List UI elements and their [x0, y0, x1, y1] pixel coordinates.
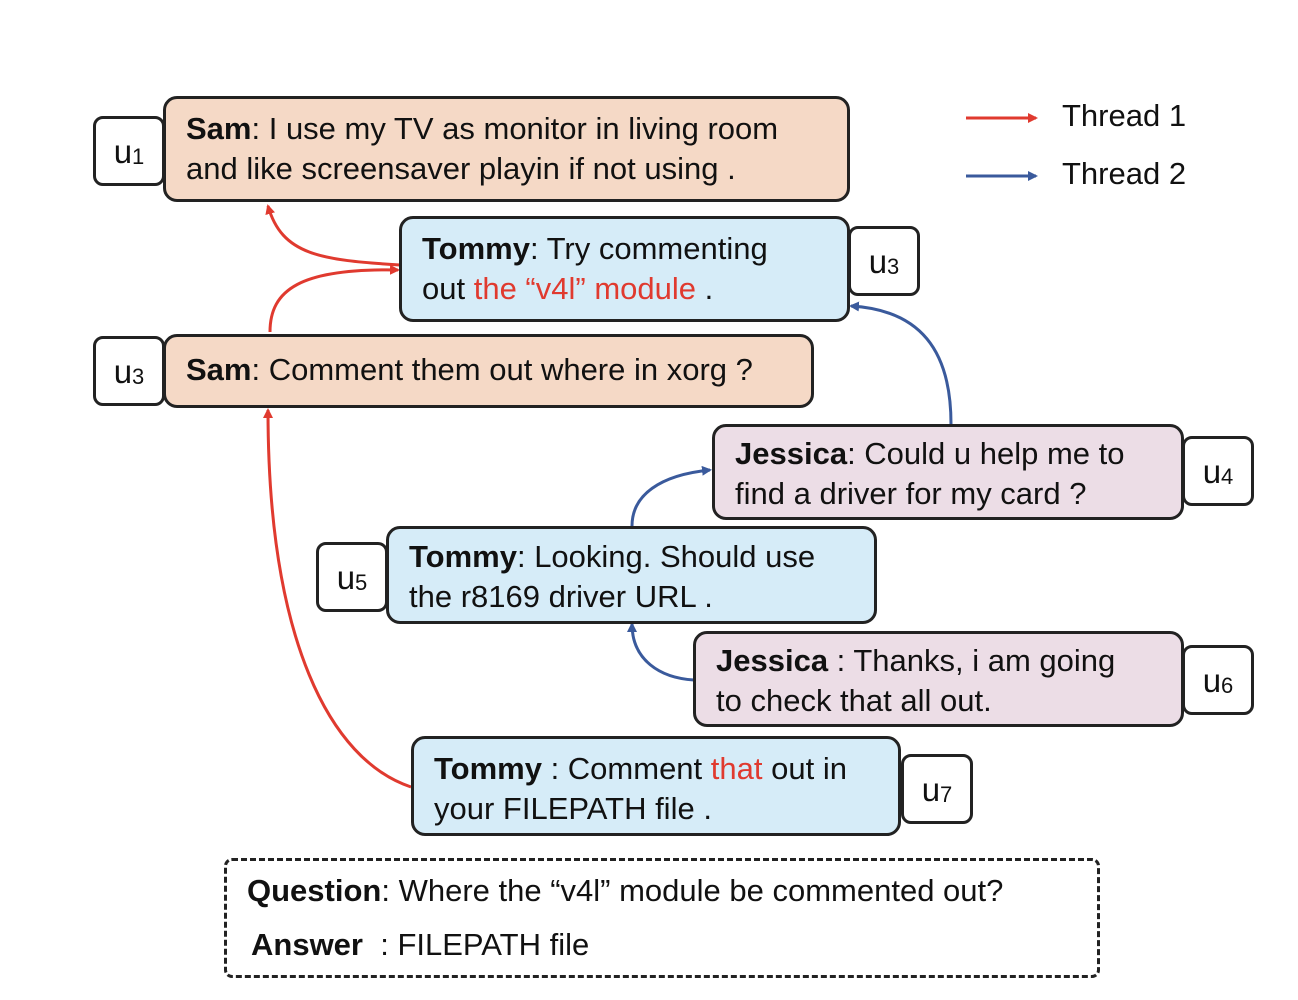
- utterance-u4-jessica: Jessica: Could u help me to find a drive…: [712, 424, 1184, 520]
- arrow-u5-to-u4: [630, 465, 712, 527]
- question-row: Question: Where the “v4l” module be comm…: [247, 873, 1004, 908]
- speaker-name: Sam: [186, 111, 252, 146]
- arrow-u4-to-u3tommy: [849, 301, 953, 425]
- arrow-u3sam-to-u3tommy: [268, 264, 400, 333]
- legend-thread1-label: Thread 1: [1062, 98, 1187, 133]
- legend-thread2-label: Thread 2: [1062, 156, 1187, 191]
- qa-box: Question: Where the “v4l” module be comm…: [224, 858, 1100, 978]
- speaker-name: Sam: [186, 352, 252, 387]
- arrow-u6-to-u5: [627, 622, 695, 682]
- arrow-u3tommy-to-u1: [265, 204, 401, 267]
- highlighted-phrase: the “v4l” module: [473, 271, 696, 306]
- answer-label: Answer: [251, 927, 363, 962]
- arrow-u7-to-u3sam: [263, 408, 412, 789]
- question-text: Where the “v4l” module be commented out?: [398, 873, 1004, 908]
- utterance-u3-tommy: Tommy: Try commenting out the “v4l” modu…: [399, 216, 850, 322]
- utterance-u7-tommy: Tommy : Comment that out in your FILEPAT…: [411, 736, 901, 836]
- answer-row: Answer : FILEPATH file: [251, 927, 590, 962]
- utterance-u5-tommy: Tommy: Looking. Should use the r8169 dri…: [386, 526, 877, 624]
- speaker-name: Jessica: [735, 436, 848, 471]
- speaker-name: Tommy: [434, 751, 542, 786]
- highlighted-phrase: that: [710, 751, 763, 786]
- speaker-name: Tommy: [409, 539, 517, 574]
- speaker-name: Jessica: [716, 643, 829, 678]
- speaker-name: Tommy: [422, 231, 530, 266]
- utterance-u1-sam: Sam: I use my TV as monitor in living ro…: [163, 96, 850, 202]
- answer-text: FILEPATH file: [397, 927, 590, 962]
- question-label: Question: [247, 873, 382, 908]
- utterance-u6-jessica: Jessica : Thanks, i am going to check th…: [693, 631, 1184, 727]
- utterance-u3-sam: Sam: Comment them out where in xorg ?: [163, 334, 814, 408]
